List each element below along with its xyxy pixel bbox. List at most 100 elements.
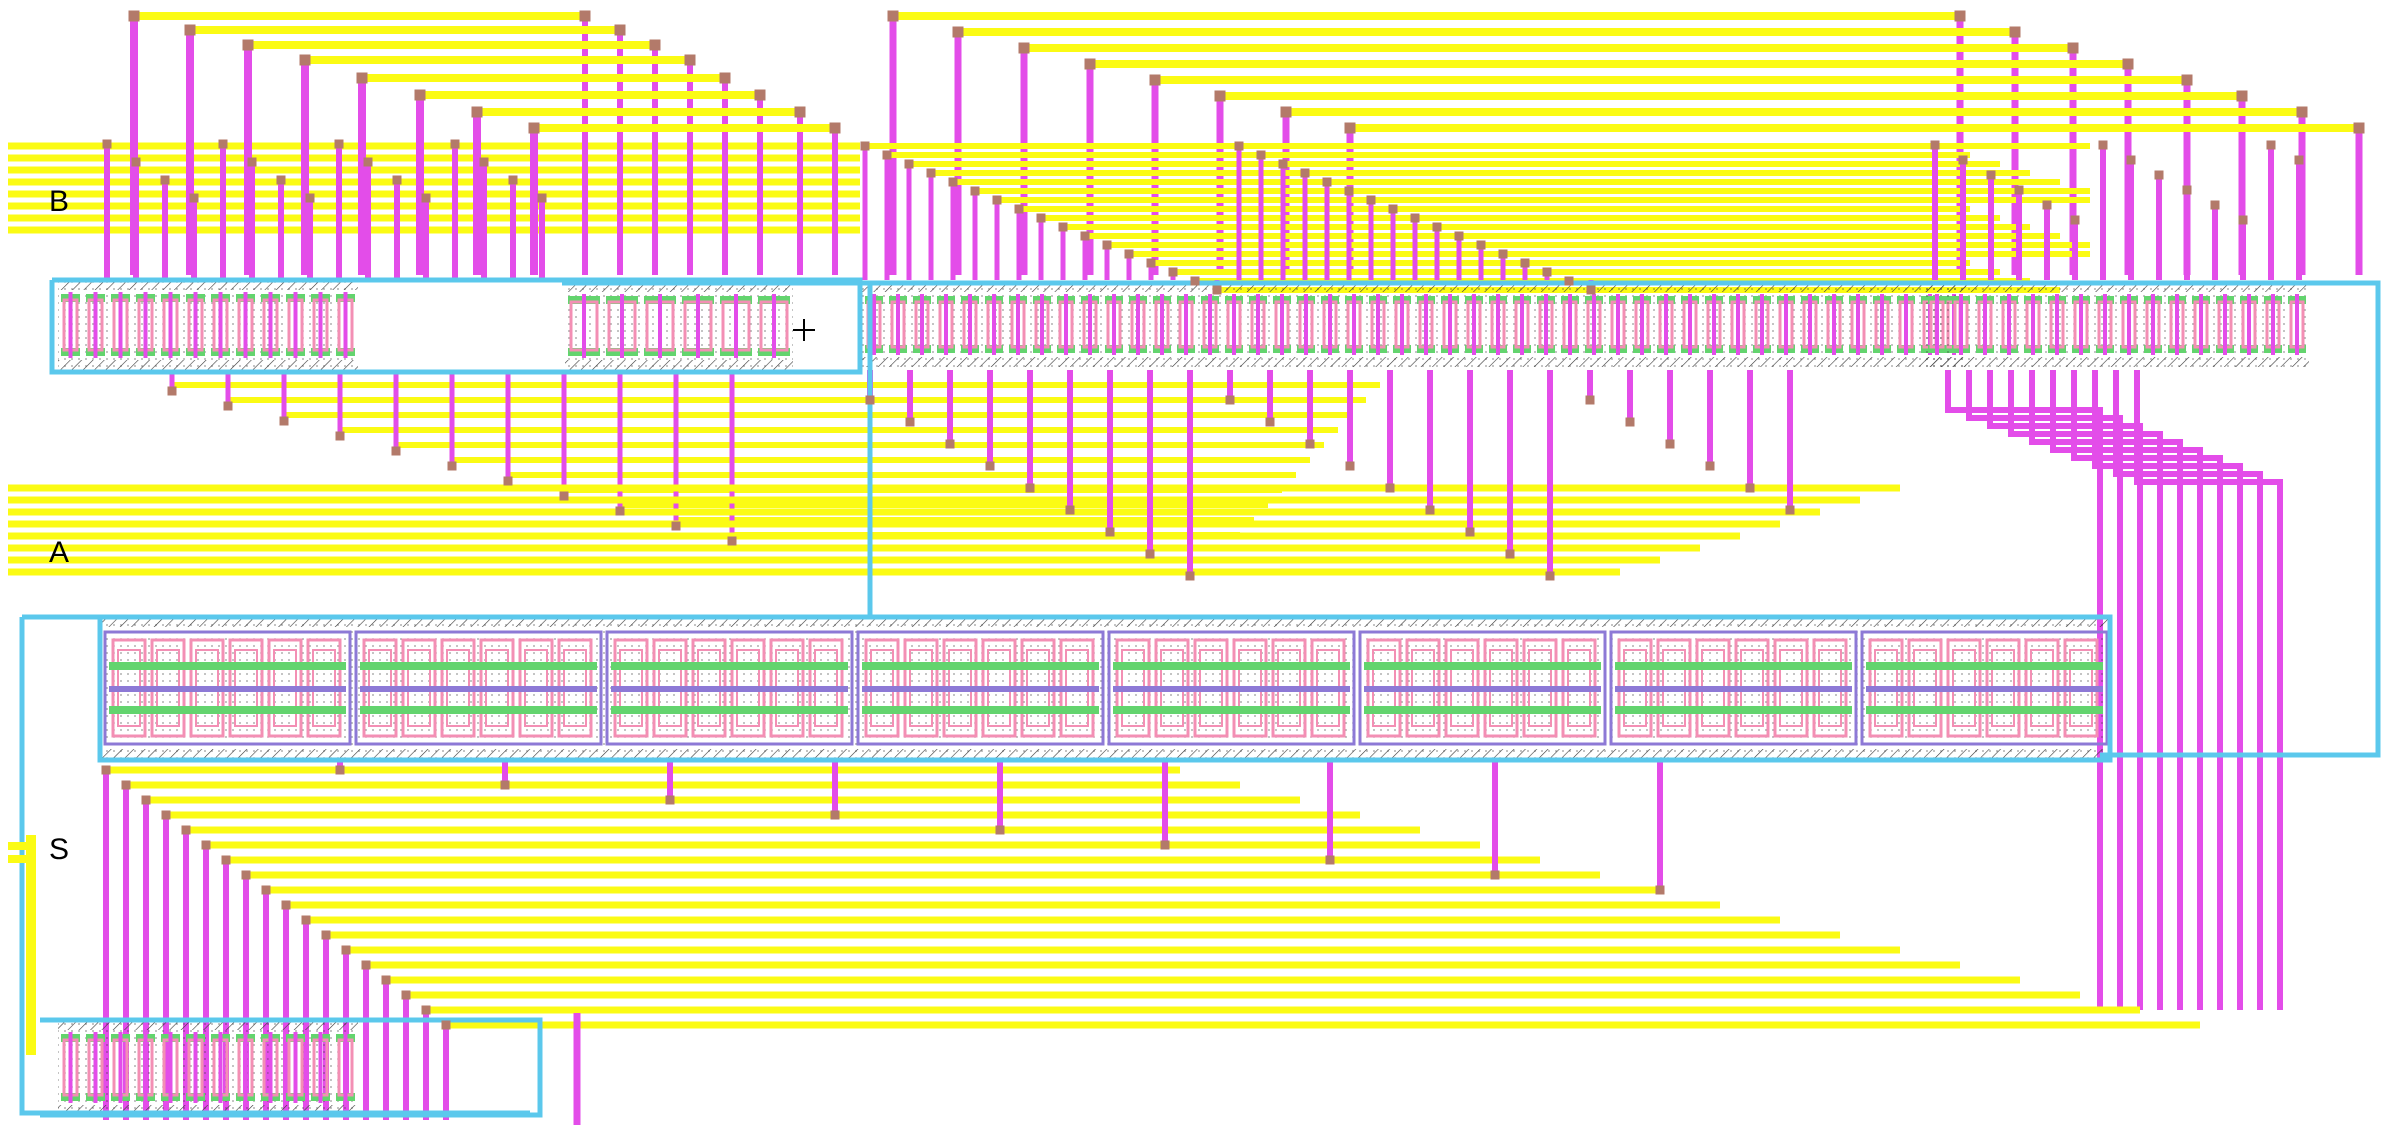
feedback-route — [2113, 370, 2263, 1010]
magenta-metal-track — [1507, 370, 1513, 554]
ground-rail-hatch — [58, 360, 358, 370]
adder-cell-frame — [856, 630, 1105, 746]
via-contact — [1280, 106, 1292, 118]
yellow-metal-track — [1024, 44, 2073, 52]
via-contact — [2067, 42, 2079, 54]
magenta-metal-track — [1747, 370, 1753, 488]
magenta-metal-track — [1016, 209, 1022, 280]
yellow-metal-track — [8, 568, 1620, 576]
via-contact — [1160, 840, 1170, 850]
via-contact — [1149, 74, 1161, 86]
via-contact — [1305, 439, 1315, 449]
via-contact — [201, 840, 211, 850]
via-contact — [1105, 527, 1115, 537]
via-contact — [2122, 58, 2134, 70]
via-contact — [1625, 417, 1635, 427]
yellow-metal-spine-s — [26, 835, 36, 1055]
cell-vertical-strap — [68, 1032, 73, 1103]
magenta-metal-track — [1126, 254, 1132, 280]
yellow-metal-track — [206, 841, 1480, 849]
magenta-metal-track — [1060, 227, 1066, 280]
top-routing-layer — [8, 12, 2363, 293]
magenta-metal-track — [832, 128, 838, 275]
yellow-metal-track — [248, 41, 655, 49]
magenta-metal-track — [2296, 160, 2302, 280]
magenta-metal-track — [1104, 245, 1110, 280]
via-layer — [101, 10, 2365, 1030]
cell-boundaries — [8, 277, 2381, 1118]
via-contact — [2296, 106, 2308, 118]
yellow-metal-track — [8, 214, 860, 222]
via-contact — [221, 855, 231, 865]
bottom-routing-layer — [103, 760, 2200, 1125]
magenta-metal-track — [1038, 218, 1044, 280]
via-contact — [1124, 249, 1134, 259]
cell-vertical-strap — [1208, 294, 1212, 355]
via-contact — [1585, 395, 1595, 405]
via-contact — [2042, 200, 2052, 210]
yellow-metal-track — [893, 12, 1960, 20]
via-contact — [401, 990, 411, 1000]
cell-vertical-strap — [620, 294, 624, 358]
via-contact — [1785, 505, 1795, 515]
via-contact — [1745, 483, 1755, 493]
via-contact — [414, 89, 426, 101]
cell-vertical-strap — [93, 1032, 98, 1103]
magenta-metal-track — [1390, 209, 1396, 280]
bus-label-s: S — [49, 833, 70, 866]
cell-vertical-strap — [318, 292, 323, 358]
via-contact — [865, 395, 875, 405]
magenta-metal-track — [667, 760, 673, 800]
magenta-metal-track — [1324, 182, 1330, 280]
magenta-metal-track — [481, 162, 487, 280]
via-contact — [391, 446, 401, 456]
via-contact — [1986, 170, 1996, 180]
magenta-metal-track — [104, 144, 110, 280]
magenta-metal-track — [394, 180, 400, 280]
cell-vertical-strap — [1856, 294, 1860, 355]
cell-vertical-strap — [1304, 294, 1308, 355]
via-contact — [1185, 571, 1195, 581]
yellow-metal-track — [362, 74, 725, 82]
via-contact — [223, 401, 233, 411]
magenta-metal-track — [1667, 370, 1673, 444]
yellow-metal-track — [396, 442, 1324, 448]
via-contact — [1345, 461, 1355, 471]
via-contact — [1490, 870, 1500, 880]
magenta-metal-track — [673, 370, 679, 526]
ground-rail-hatch — [565, 360, 793, 370]
ground-rail-hatch — [100, 749, 2110, 759]
yellow-metal-track — [8, 226, 860, 234]
magenta-metal-track — [1307, 370, 1313, 444]
yellow-metal-track — [172, 382, 1380, 388]
magenta-metal-track — [169, 370, 175, 391]
magenta-metal-track — [1216, 96, 1224, 275]
magenta-metal-track — [862, 146, 868, 280]
via-contact — [131, 157, 141, 167]
feedback-route — [1987, 370, 2143, 1010]
via-contact — [2266, 140, 2276, 150]
yellow-metal-track — [1350, 124, 2359, 132]
ground-rail-hatch — [58, 1105, 358, 1115]
via-contact — [1586, 285, 1596, 295]
via-contact — [794, 106, 806, 118]
well-band — [1615, 686, 1852, 692]
power-rail-hatch — [58, 1020, 358, 1030]
yellow-metal-track — [1283, 161, 1970, 167]
yellow-metal-track — [1371, 197, 2090, 203]
magenta-metal-track — [220, 144, 226, 280]
yellow-metal-track — [508, 472, 1296, 478]
diffusion-band — [1866, 662, 2103, 670]
magenta-metal-track — [2184, 190, 2190, 280]
via-contact — [305, 193, 315, 203]
via-contact — [1655, 885, 1665, 895]
via-contact — [479, 157, 489, 167]
magenta-metal-track — [1236, 146, 1242, 280]
yellow-metal-track — [8, 556, 1660, 564]
magenta-metal-track — [2072, 220, 2078, 280]
magenta-metal-track — [191, 198, 197, 280]
magenta-metal-track — [403, 995, 409, 1120]
cell-vertical-strap — [1328, 294, 1332, 355]
diffusion-band — [1364, 662, 1601, 670]
yellow-metal-track — [8, 508, 1820, 516]
